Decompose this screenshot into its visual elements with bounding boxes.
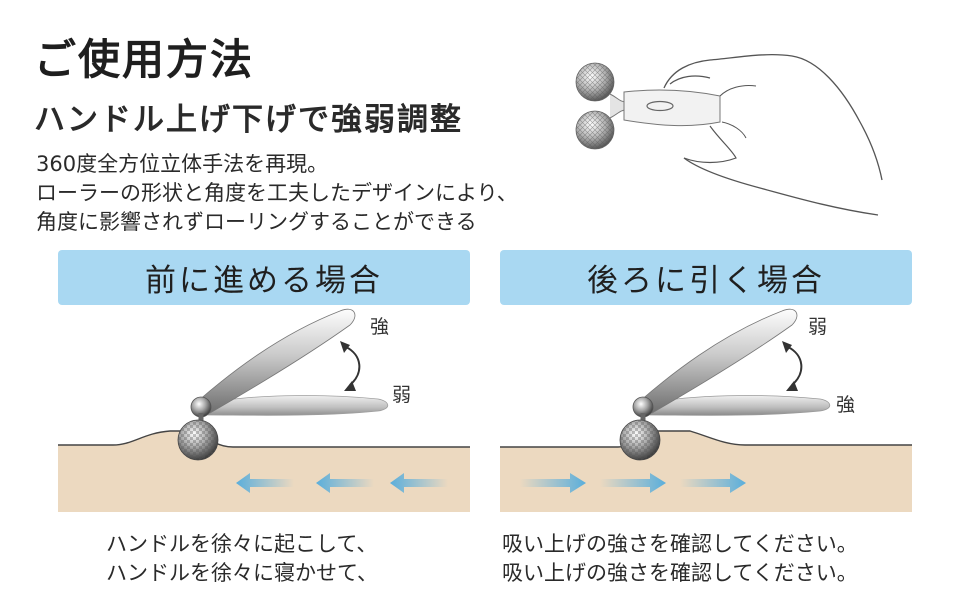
- backward-caption: 吸い上げの強さを確認してください。 吸い上げの強さを確認してください。: [502, 530, 858, 588]
- caption-line: ハンドルを徐々に寝かせて、: [106, 561, 378, 585]
- backward-illustration: 弱 強: [500, 308, 912, 512]
- caption-line: 吸い上げの強さを確認してください。: [502, 561, 858, 585]
- description-line: 360度全方位立体手法を再現。: [36, 152, 329, 176]
- description-line: 角度に影響されずローリングすることができる: [36, 210, 477, 234]
- panel-backward-title: 後ろに引く場合: [500, 250, 912, 305]
- page-subtitle: ハンドル上げ下げで強弱調整: [34, 102, 463, 138]
- page-title: ご使用方法: [34, 35, 255, 84]
- curved-double-arrow-icon: [782, 341, 803, 391]
- panel-backward: 後ろに引く場合: [500, 250, 912, 512]
- forward-caption: ハンドルを徐々に起こして、 ハンドルを徐々に寝かせて、: [106, 530, 378, 588]
- strong-label: 強: [370, 316, 389, 338]
- curved-double-arrow-icon: [340, 341, 361, 391]
- caption-line: 吸い上げの強さを確認してください。: [502, 532, 858, 556]
- arrow-icon: [520, 473, 746, 493]
- panel-forward-title: 前に進める場合: [58, 250, 470, 305]
- description-line: ローラーの形状と角度を工夫したデザインにより、: [36, 181, 518, 205]
- strong-label: 強: [836, 394, 855, 416]
- caption-line: ハンドルを徐々に起こして、: [106, 532, 378, 556]
- forward-illustration: 強 弱: [58, 308, 470, 512]
- weak-label: 弱: [392, 384, 411, 406]
- hand-holding-roller-icon: [575, 54, 883, 216]
- description: 360度全方位立体手法を再現。 ローラーの形状と角度を工夫したデザインにより、 …: [36, 150, 518, 237]
- panel-forward: 前に進める場合: [58, 250, 470, 512]
- arrow-icon: [236, 473, 448, 493]
- weak-label: 弱: [808, 316, 827, 338]
